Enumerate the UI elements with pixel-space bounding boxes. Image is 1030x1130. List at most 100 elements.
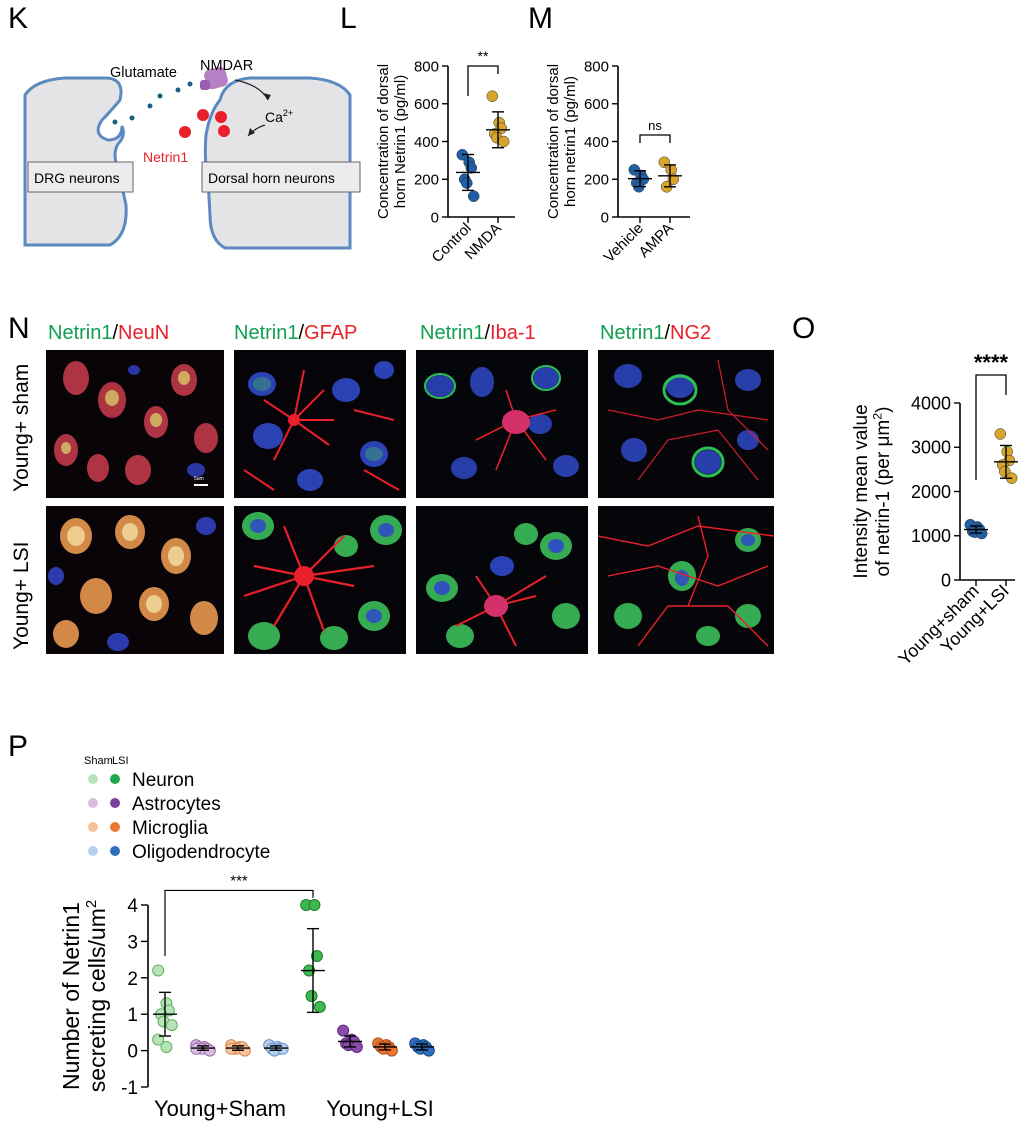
data-point — [310, 949, 323, 962]
y-axis-label: Concentration of dorsalhorn netrin1 (pg/… — [545, 64, 579, 219]
y-tick-label: 3000 — [911, 438, 951, 458]
micrograph-iba1-sham — [416, 350, 588, 498]
data-point — [497, 135, 510, 148]
data-point — [165, 1019, 178, 1032]
significance-label: ** — [478, 48, 489, 64]
significance-label: **** — [974, 350, 1009, 375]
x-tick-label: Vehicle — [601, 220, 647, 266]
data-point — [422, 1044, 435, 1057]
stain-title-iba1: Netrin1/Iba-1 — [420, 322, 536, 344]
y-tick-label: 400 — [584, 134, 609, 151]
significance-label: *** — [230, 872, 248, 889]
y-tick-label: 0 — [127, 1042, 138, 1063]
data-point — [160, 1040, 173, 1053]
micrograph-iba1-lsi — [416, 506, 588, 654]
panel-label-k: K — [8, 2, 29, 35]
legend-marker-lsi — [110, 846, 120, 856]
y-tick-label: -1 — [121, 1078, 138, 1099]
micrograph-gfap-lsi — [234, 506, 406, 654]
legend-header-lsi: LSI — [112, 755, 129, 767]
netrin1-dots — [179, 109, 230, 138]
x-tick-label: Control — [429, 220, 475, 266]
y-tick-label: 4 — [127, 896, 138, 917]
y-tick-label: 800 — [584, 58, 609, 75]
y-tick-label: 200 — [414, 172, 439, 189]
data-point — [152, 1033, 165, 1046]
micrograph-gfap-sham — [234, 350, 406, 498]
stain-title-gfap: Netrin1/GFAP — [234, 322, 358, 344]
micrograph-ng2-sham — [598, 350, 774, 498]
netrin1-label: Netrin1 — [143, 149, 188, 165]
data-point — [225, 1042, 238, 1055]
y-tick-label: 200 — [584, 172, 609, 189]
significance-label: ns — [648, 118, 662, 133]
data-point — [152, 964, 165, 977]
y-axis-label: Number of Netrin1secreting cells/um2 — [58, 900, 110, 1092]
group-label-young-sham: Young+Sham — [154, 1096, 286, 1121]
legend-marker-sham — [88, 846, 98, 856]
panel-label-p: P — [8, 730, 29, 763]
data-point — [461, 177, 473, 189]
legend-marker-sham — [88, 774, 98, 784]
significance-bracket — [639, 134, 671, 143]
row-label-young-sham: Young+ sham — [10, 363, 33, 492]
data-point — [385, 1044, 398, 1057]
y-tick-label: 2 — [127, 969, 138, 990]
micrograph-ng2-lsi — [598, 506, 774, 654]
data-point — [313, 1000, 326, 1013]
legend-item-label: Astrocytes — [132, 794, 221, 815]
calcium-label: Ca2+ — [265, 108, 293, 125]
synapse-schematic: Glutamate NMDAR Ca2+ Netrin1 DRG neurons… — [23, 58, 361, 250]
glutamate-label: Glutamate — [110, 65, 177, 81]
scale-bar-label: 5um — [194, 476, 204, 482]
y-tick-label: 0 — [431, 209, 439, 226]
y-tick-label: 0 — [601, 209, 609, 226]
y-tick-label: 600 — [414, 96, 439, 113]
y-tick-label: 4000 — [911, 393, 951, 413]
group-label-young-lsi: Young+LSI — [326, 1096, 433, 1121]
legend-marker-lsi — [110, 798, 120, 808]
chart-m-netrin1-ampa: 0 200 400 600 800 Concentration of dorsalhorn… — [545, 58, 690, 266]
y-axis-label: Concentration of dorsalhorn Netrin1 (pg/… — [375, 64, 409, 219]
chart-p-netrin1-cells: -1 0 1 2 3 4 Number of Netrin1secreting cells/… — [58, 872, 435, 1121]
y-tick-label: 0 — [941, 570, 951, 590]
data-point — [337, 1024, 350, 1037]
drg-neurons-label: DRG neurons — [34, 170, 120, 186]
panel-label-o: O — [792, 312, 816, 345]
y-tick-label: 800 — [414, 58, 439, 75]
data-point — [486, 90, 499, 102]
panel-label-n: N — [8, 312, 30, 345]
micrograph-neun-sham: 5um — [46, 350, 224, 498]
legend-item-label: Microglia — [132, 818, 208, 839]
significance-bracket — [164, 889, 314, 956]
micrograph-neun-lsi — [46, 506, 224, 654]
y-axis-label: Intensity mean valueof netrin-1 (per μm2… — [851, 404, 894, 578]
data-point — [190, 1042, 203, 1055]
legend-marker-lsi — [110, 822, 120, 832]
dorsal-horn-neurons-label: Dorsal horn neurons — [208, 170, 335, 186]
nmdar-label: NMDAR — [200, 58, 253, 74]
stain-title-ng2: Netrin1/NG2 — [600, 322, 712, 344]
x-tick-label: AMPA — [636, 220, 677, 261]
y-tick-label: 1 — [127, 1005, 138, 1026]
data-point — [665, 164, 677, 176]
glutamate-dots — [112, 81, 193, 125]
data-point — [276, 1042, 289, 1055]
data-point — [308, 899, 321, 911]
data-point — [467, 190, 480, 202]
y-tick-label: 3 — [127, 932, 138, 953]
y-tick-label: 600 — [584, 96, 609, 113]
significance-bracket — [467, 65, 499, 96]
data-point — [305, 990, 318, 1002]
data-point — [994, 428, 1007, 440]
row-label-young-lsi: Young+ LSI — [10, 541, 33, 650]
legend-marker-sham — [88, 822, 98, 832]
legend-header-sham: Sham — [84, 755, 113, 767]
legend-marker-lsi — [110, 774, 120, 784]
legend-marker-sham — [88, 798, 98, 808]
significance-bracket — [975, 374, 1007, 480]
legend-item-label: Oligodendrocyte — [132, 842, 270, 863]
